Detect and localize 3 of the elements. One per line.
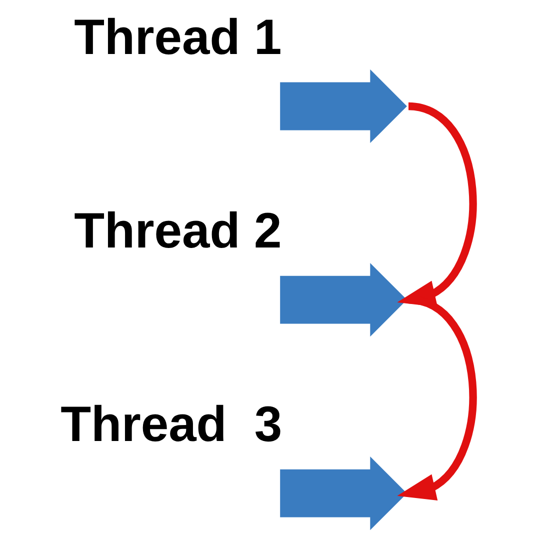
node-label: Thread 2 [74,202,282,259]
node-label: Thread 1 [74,9,282,66]
node-label: Thread 3 [60,396,282,452]
